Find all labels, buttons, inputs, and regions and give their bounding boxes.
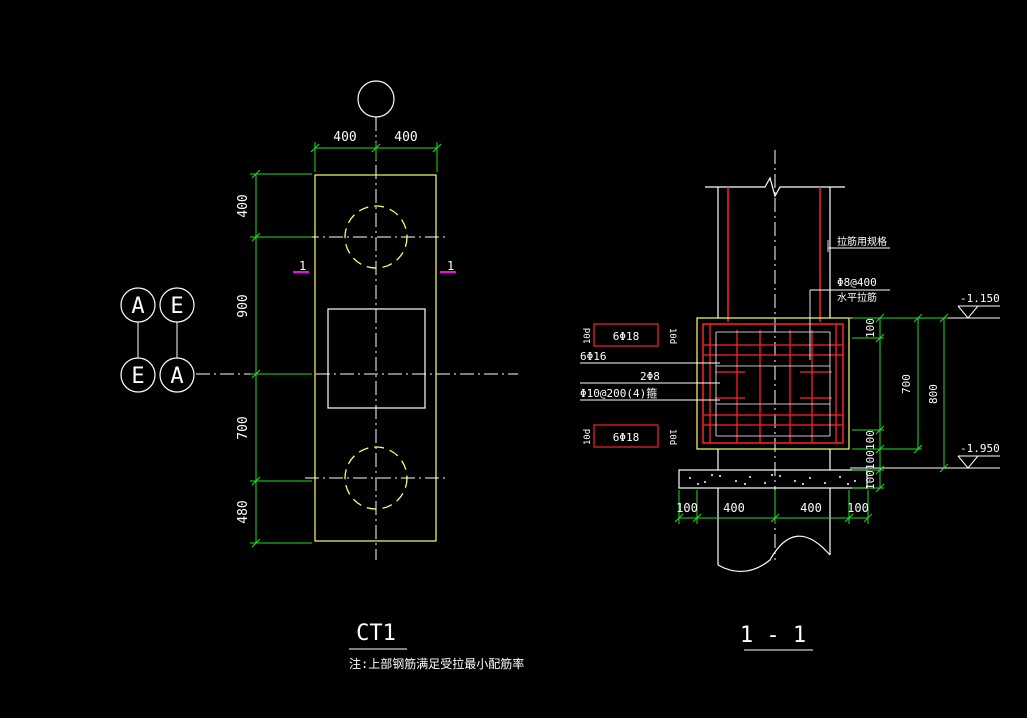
bedding-layer <box>678 469 868 489</box>
plan-view: A E E A 400 400 40 <box>120 80 524 671</box>
top-bars-label: 6Φ18 <box>613 330 640 343</box>
left-dimension-line <box>250 169 312 548</box>
axis-label-1: A <box>131 294 144 319</box>
middle-bars-label: 2Φ8 <box>640 370 660 383</box>
axis-label-2: E <box>170 294 183 319</box>
plan-note: 注:上部钢筋满足受拉最小配筋率 <box>349 656 524 671</box>
right-dimension-lines <box>852 313 949 493</box>
right-dim-3: 800 <box>927 384 940 404</box>
right-dim-2: 700 <box>900 374 913 394</box>
cap-rebar-grid <box>703 324 843 443</box>
section-cap-outline <box>696 317 850 450</box>
left-dim-4: 480 <box>236 500 251 523</box>
bottom-dimension-line <box>674 490 873 524</box>
top-dim-left: 400 <box>333 130 356 145</box>
axis-label-4: A <box>170 364 183 389</box>
anchor-label-3: 10d <box>583 429 593 445</box>
left-dim-3: 700 <box>236 416 251 439</box>
top-dimension-line <box>310 142 442 172</box>
left-dim-2: 900 <box>236 294 251 317</box>
level-top: -1.150 <box>960 292 1000 305</box>
anchor-label-2: 10d <box>667 328 677 344</box>
bedding-hatch <box>689 474 856 485</box>
top-dim-right: 400 <box>394 130 417 145</box>
horizontal-rebar-label-top: Φ8@400 <box>837 276 877 289</box>
bottom-dim-2: 400 <box>723 501 745 515</box>
cap-rebar-cage <box>702 323 844 444</box>
plan-title: CT1 <box>356 621 396 646</box>
section-mark-right-label: 1 <box>447 259 454 273</box>
break-line <box>705 176 845 198</box>
bottom-bars-box <box>593 424 659 448</box>
bottom-dim-1: 100 <box>676 501 698 515</box>
right-dim-1: 100 <box>864 318 877 338</box>
callout-leaders <box>580 240 890 401</box>
axis-bubble-top <box>357 80 395 118</box>
pile-break-curve <box>717 535 831 572</box>
anchor-label-1: 10d <box>583 328 593 344</box>
bottom-dim-3: 400 <box>800 501 822 515</box>
column-outline <box>327 308 426 409</box>
left-dim-1: 400 <box>236 194 251 217</box>
cap-inner-lines <box>715 331 831 437</box>
top-bars-box <box>593 323 659 347</box>
section-mark-left-label: 1 <box>299 259 306 273</box>
pile-cap-outline <box>314 174 437 542</box>
side-bars-label: 6Φ16 <box>580 350 607 363</box>
section-view: 拉筋用规格 Φ8@400 水平拉筋 6Φ18 10d 10d 6Φ16 2Φ8 … <box>580 150 1000 651</box>
axis-label-3: E <box>131 364 144 389</box>
bottom-dim-4: 100 <box>847 501 869 515</box>
bottom-bars-label: 6Φ18 <box>613 431 640 444</box>
section-title: 1 - 1 <box>740 623 806 648</box>
tie-rebar-label: 拉筋用规格 <box>837 235 887 248</box>
stirrups-label: Φ10@200(4)箍 <box>580 386 657 400</box>
level-bottom: -1.950 <box>960 442 1000 455</box>
right-dim-6: 100 <box>864 470 877 490</box>
right-dim-5: 100 <box>864 450 877 470</box>
right-dim-4: 100 <box>864 430 877 450</box>
horizontal-rebar-label-bottom: 水平拉筋 <box>837 291 877 304</box>
anchor-label-4: 10d <box>667 429 677 445</box>
